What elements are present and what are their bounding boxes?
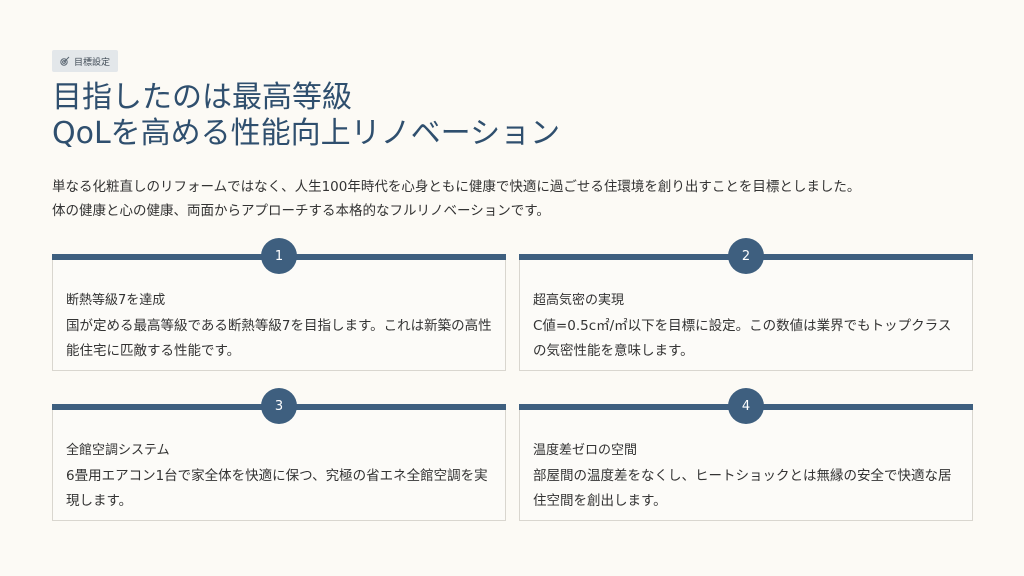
page-title-line-2: QoLを高める性能向上リノベーション [52,116,561,151]
section-tag-label: 目標設定 [74,57,111,68]
description-line-2: 体の健康と心の健康、両面からアプローチする本格的なフルリノベーションです。 [52,203,550,219]
card-number-badge: 1 [261,238,297,274]
card-number-badge: 3 [261,388,297,424]
page-title-line-1: 目指したのは最高等級 [52,80,352,115]
card-title: 温度差ゼロの空間 [533,443,638,458]
goal-card-3: 3 全館空調システム 6畳用エアコン1台で家全体を快適に保つ、究極の省エネ全館空… [52,388,506,521]
goal-card-1: 1 断熱等級7を達成 国が定める最高等級である断熱等級7を目指します。これは新築… [52,238,506,371]
goal-card-4: 4 温度差ゼロの空間 部屋間の温度差をなくし、ヒートショックとは無縁の安全で快適… [519,388,973,521]
page-title: 目指したのは最高等級 QoLを高める性能向上リノベーション [52,80,560,152]
goal-card-2: 2 超高気密の実現 C値=0.5c㎡/㎡以下を目標に設定。この数値は業界でもトッ… [519,238,973,371]
card-title: 超高気密の実現 [533,293,625,308]
card-body: 国が定める最高等級である断熱等級7を目指します。これは新築の高性能住宅に匹敵する… [66,318,492,359]
card-body: C値=0.5c㎡/㎡以下を目標に設定。この数値は業界でもトップクラスの気密性能を… [533,318,952,359]
target-icon [60,56,70,66]
card-number-badge: 4 [728,388,764,424]
card-body: 部屋間の温度差をなくし、ヒートショックとは無縁の安全で快適な居住空間を創出します… [533,468,952,509]
card-number-badge: 2 [728,238,764,274]
section-tag: 目標設定 [52,50,119,72]
description-line-1: 単なる化粧直しのリフォームではなく、人生100年時代を心身ともに健康で快適に過ご… [52,179,861,195]
page-description: 単なる化粧直しのリフォームではなく、人生100年時代を心身ともに健康で快適に過ご… [52,175,982,223]
card-title: 全館空調システム [66,443,170,458]
card-body: 6畳用エアコン1台で家全体を快適に保つ、究極の省エネ全館空調を実現します。 [66,468,488,509]
card-title: 断熱等級7を達成 [66,293,166,308]
